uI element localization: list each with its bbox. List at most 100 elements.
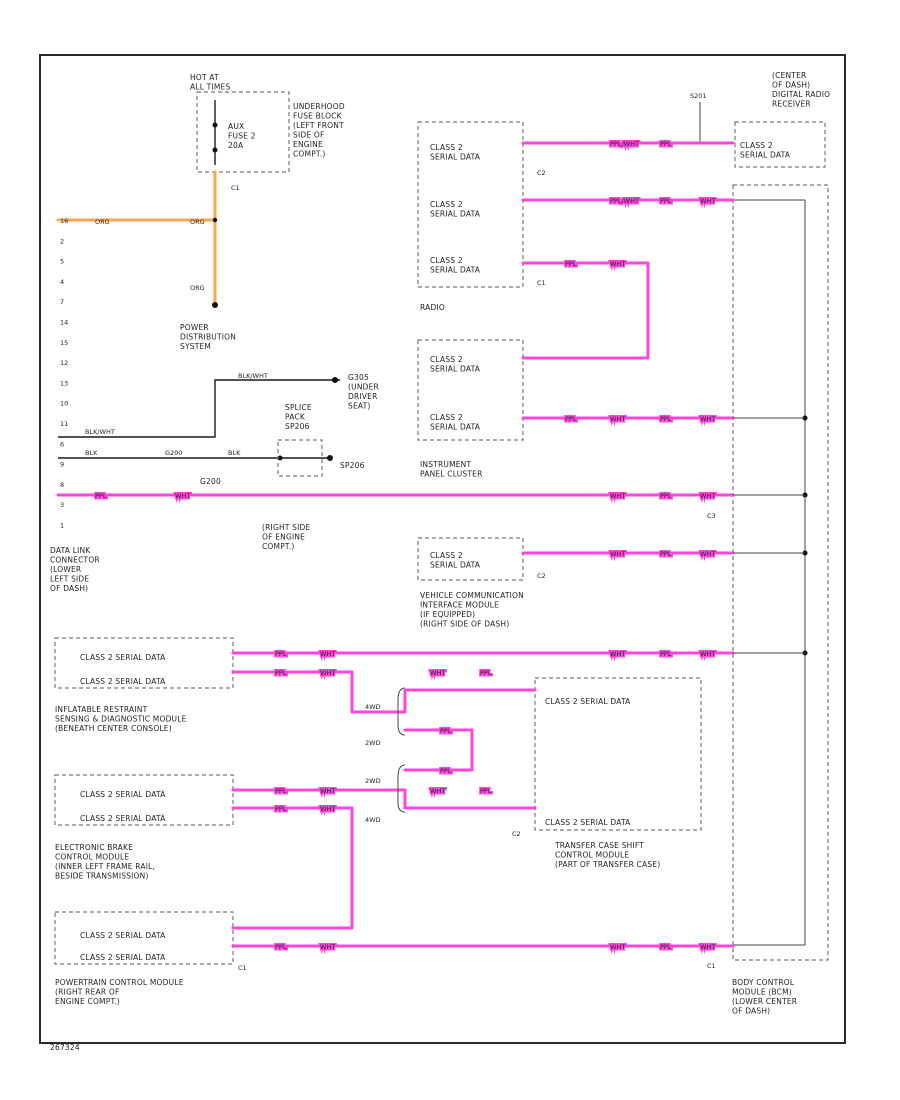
wire-dlc-pin2-to-bcm-color-label: PPL (95, 492, 107, 500)
drive-option-labels: 4WD 2WD 2WD 4WD (365, 687, 406, 824)
cluster-outline (417, 339, 524, 441)
wire-dlc-pin2-to-bcm-color-label: WHT (700, 492, 715, 500)
wire-ebcm-to-tccm-color-label: WHT (430, 787, 445, 795)
wire-pcm-to-bcm-color-label: WHT (320, 943, 335, 951)
option-2wd-2: 2WD (365, 777, 381, 785)
connector-c1-fuse: C1 (231, 184, 240, 192)
wire-cluster-to-bcm-color-label: WHT (610, 415, 625, 423)
sp206-label: SP206 (340, 461, 365, 470)
wire-sdm-to-tccm-color-label: PPL (275, 669, 287, 677)
dlc-pin-1: 1 (60, 522, 64, 530)
class2-serial-data-wiring: PPL/WHT PPL PPL/WHT PPL WHT PPL WHT PPL WHT PPL WH… (56, 139, 808, 953)
ground-terminal (327, 455, 333, 461)
wire-sdm-to-tccm-color-label: PPL (480, 669, 492, 677)
wire-ebcm-to-pcm-color-label: PPL (275, 805, 287, 813)
wire-pcm-to-bcm-color-label: PPL (660, 943, 672, 951)
bcm-connector-c1: C1 (707, 962, 716, 970)
dlc-pin-7: 7 (60, 298, 64, 306)
ebcm-outline (54, 774, 234, 826)
dlc-pin-16: 16 (60, 217, 68, 225)
wire-sdm-to-bcm-color-label: PPL (275, 650, 287, 658)
wire-dlc-pin2-to-bcm-color-label: WHT (610, 492, 625, 500)
diagram-frame (39, 54, 846, 1044)
pcm-outline (54, 911, 234, 965)
wire-radio-to-bcm-top-color-label: WHT (700, 197, 715, 205)
radio-label: RADIO (420, 303, 445, 312)
g305-terminal (332, 377, 338, 383)
fuse-block-outline (196, 91, 290, 173)
wire-2wd-jumper-color-label: PPL (440, 727, 452, 735)
dlc-pin-10: 10 (60, 400, 68, 408)
sdm-serial-data-2: CLASS 2 SERIAL DATA (80, 677, 166, 686)
dlc-pin-4: 4 (60, 278, 64, 286)
dlc-pin-5: 5 (60, 258, 64, 266)
fuse-terminal-bottom (212, 147, 218, 153)
pcm-connector-c1: C1 (238, 964, 247, 972)
wire-dlc-pin2-to-bcm-color-label: PPL (660, 492, 672, 500)
option-2wd-1: 2WD (365, 739, 381, 747)
wire-ebcm-to-tccm-color-label: PPL (275, 787, 287, 795)
wire-pcm-to-bcm-color-label: WHT (700, 943, 715, 951)
sp206-splice-dot (277, 455, 283, 461)
power-splice-dot (212, 217, 218, 223)
sdm-serial-data-1: CLASS 2 SERIAL DATA (80, 653, 166, 662)
wire-2wd-jumper-color-label: PPL (440, 767, 452, 775)
wire-ebcm-to-pcm (231, 806, 354, 930)
pcm-serial-data-1: CLASS 2 SERIAL DATA (80, 931, 166, 940)
wire-sdm-to-bcm-color-label: WHT (320, 650, 335, 658)
diagram-id: 267324 (50, 1043, 80, 1052)
wire-ebcm-to-pcm-color-label: WHT (320, 805, 335, 813)
wire-pcm-to-bcm-color-label: PPL (275, 943, 287, 951)
wire-radio-c1-to-cluster-color-label: PPL (565, 260, 577, 268)
dlc-pin-14: 14 (60, 319, 68, 327)
wire-sdm-to-bcm-color-label: PPL (660, 650, 672, 658)
wire-radio-to-bcm-top-color-label: PPL (660, 197, 672, 205)
dlc-pin-6: 6 (60, 440, 64, 448)
blk-label-2: BLK (228, 449, 241, 457)
dlc-pin-13: 13 (60, 379, 68, 387)
blk-label-1: BLK (85, 449, 98, 457)
radio-outline (417, 121, 524, 288)
wire-cluster-to-bcm-color-label: PPL (565, 415, 577, 423)
org-wire-label-2: ORG (190, 218, 205, 226)
dlc-pin-2: 2 (60, 237, 64, 245)
dlc-pin-12: 12 (60, 359, 68, 367)
blk-wht-label-1: BLK/WHT (85, 428, 115, 436)
wire-radio-c2-to-receiver-color-label: PPL (660, 140, 672, 148)
sdm-outline (54, 637, 234, 689)
wire-radio-to-bcm-top-color-label: PPL/WHT (610, 197, 639, 205)
vcim-outline (417, 537, 524, 581)
splice-pack-outline (277, 439, 323, 477)
pcm-serial-data-2: CLASS 2 SERIAL DATA (80, 953, 166, 962)
tccm-serial-data-2: CLASS 2 SERIAL DATA (545, 818, 631, 827)
g200-wire-label: G200 (165, 449, 182, 457)
dlc-pin-9: 9 (60, 461, 64, 469)
s201-label: S201 (690, 92, 707, 100)
bcm-outline (732, 184, 829, 961)
wire-vcim-to-bcm-color-label: PPL (660, 550, 672, 558)
org-wire-label-1: ORG (95, 218, 110, 226)
wire-radio-c2-to-receiver-color-label: PPL/WHT (610, 140, 639, 148)
radio-connector-c1: C1 (537, 279, 546, 287)
wire-pcm-to-bcm-color-label: WHT (610, 943, 625, 951)
